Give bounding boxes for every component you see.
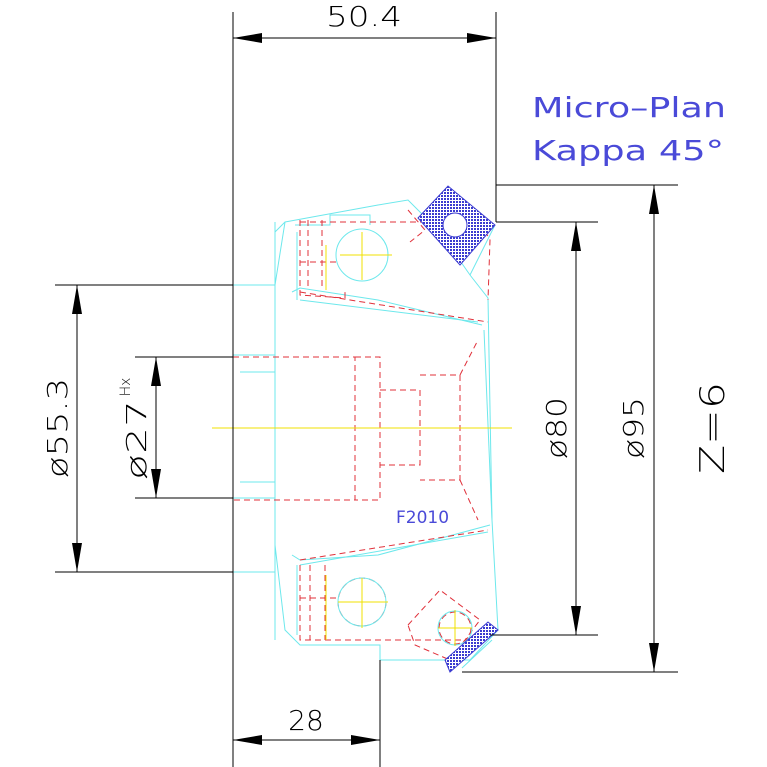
dimension-diameter-80: ø80 [540,397,573,459]
part-code-label: F2010 [396,508,449,528]
top-insert [417,185,496,266]
dimension-bore-inner-suffix: Hx [118,378,134,397]
cutter-body-outline [232,199,499,669]
dimension-bore-outer: ø55.3 [41,378,74,478]
dimension-top-width: 50.4 [326,0,402,33]
teeth-count: Z=6 [693,382,733,474]
dimension-lines [55,12,678,767]
dimension-bottom-width: 28 [288,704,324,737]
dimension-bore-inner: ø27 [120,400,153,480]
bottom-insert [444,621,499,673]
centerlines [212,208,512,646]
title-line-1: Micro–Plan [532,91,726,124]
dimension-diameter-95: ø95 [617,397,650,459]
title-line-2: Kappa 45° [532,134,724,167]
